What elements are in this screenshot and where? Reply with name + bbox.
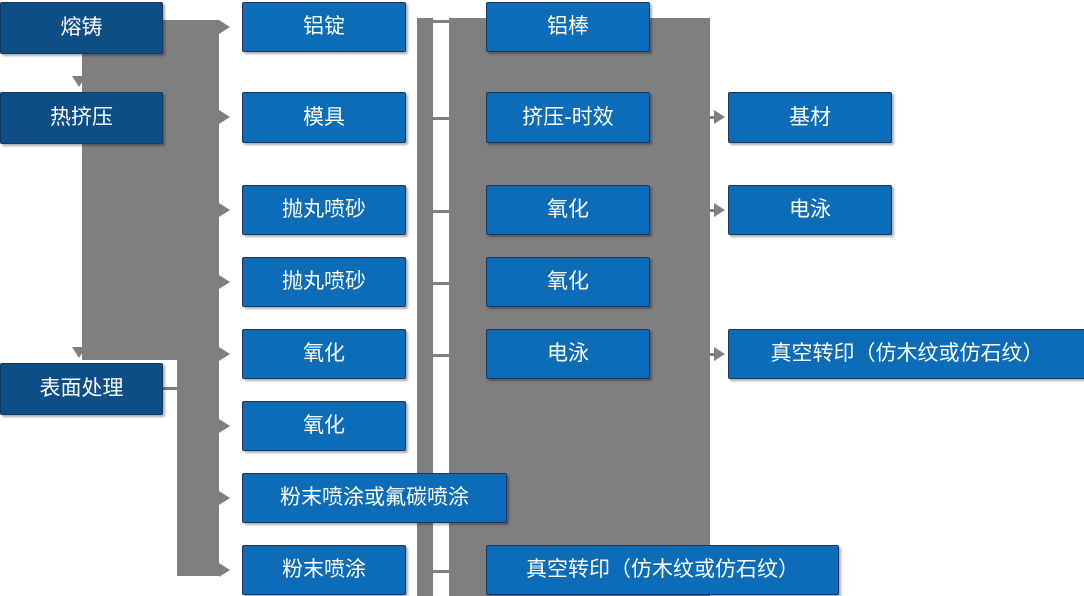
proc-aluminum-ingot-label: 铝锭 bbox=[303, 14, 345, 39]
proc-aluminum-ingot[interactable]: 铝锭 bbox=[242, 2, 406, 52]
proc-mold-label: 模具 bbox=[303, 104, 345, 129]
proc-shot-blasting-2[interactable]: 抛丸喷砂 bbox=[242, 257, 406, 307]
mid-tick-3 bbox=[431, 210, 451, 213]
out-vacuum-transfer-label: 真空转印（仿木纹或仿石纹） bbox=[770, 341, 1044, 366]
proc-powder-coating-label: 粉末喷涂 bbox=[282, 557, 366, 582]
arrow-right-process-1 bbox=[219, 20, 230, 34]
out-substrate[interactable]: 基材 bbox=[728, 92, 892, 143]
mid-aluminum-bar[interactable]: 铝棒 bbox=[486, 2, 650, 52]
mid-vacuum-transfer[interactable]: 真空转印（仿木纹或仿石纹） bbox=[486, 545, 839, 595]
surface-treatment-stub bbox=[163, 387, 181, 390]
arrow-right-process-5 bbox=[219, 347, 230, 361]
proc-oxidation-2-label: 氧化 bbox=[303, 413, 345, 438]
out-electrophoresis-label: 电泳 bbox=[789, 197, 831, 222]
mid-tick-5 bbox=[431, 354, 451, 357]
arrow-to-electrophoresis bbox=[714, 203, 725, 217]
mid-oxidation-2-label: 氧化 bbox=[547, 269, 589, 294]
arrow-to-vacuum-transfer bbox=[714, 347, 725, 361]
proc-powder-coating[interactable]: 粉末喷涂 bbox=[242, 545, 406, 595]
arrow-right-process-4 bbox=[219, 275, 230, 289]
out-electrophoresis[interactable]: 电泳 bbox=[728, 185, 892, 235]
mid-vacuum-transfer-label: 真空转印（仿木纹或仿石纹） bbox=[526, 557, 799, 582]
arrow-right-process-8 bbox=[219, 563, 230, 577]
stage-hot-extrusion[interactable]: 热挤压 bbox=[0, 92, 163, 144]
mid-extrusion-aging-label: 挤压-时效 bbox=[522, 104, 614, 129]
stage-hot-extrusion-label: 热挤压 bbox=[50, 105, 113, 130]
proc-powder-or-pvdf-label: 粉末喷涂或氟碳喷涂 bbox=[280, 485, 469, 510]
proc-mold[interactable]: 模具 bbox=[242, 92, 406, 143]
mid-extrusion-aging[interactable]: 挤压-时效 bbox=[486, 92, 650, 143]
mid-oxidation-1-label: 氧化 bbox=[547, 197, 589, 222]
trunk-lower bbox=[177, 20, 219, 576]
stage-surface-treatment[interactable]: 表面处理 bbox=[0, 363, 163, 415]
arrow-down-to-surface-treatment bbox=[72, 347, 86, 358]
mid-tick-4 bbox=[431, 282, 451, 285]
mid-oxidation-2[interactable]: 氧化 bbox=[486, 257, 650, 307]
stage-surface-treatment-label: 表面处理 bbox=[39, 376, 124, 401]
arrow-right-process-6 bbox=[219, 419, 230, 433]
stage-melt-cast-label: 熔铸 bbox=[60, 15, 103, 40]
mid-tick-6 bbox=[431, 570, 451, 573]
arrow-down-to-hot-extrusion bbox=[72, 76, 86, 87]
arrow-right-process-3 bbox=[219, 203, 230, 217]
proc-shot-blasting-2-label: 抛丸喷砂 bbox=[282, 269, 366, 294]
out-substrate-label: 基材 bbox=[789, 104, 831, 129]
mid-tick-1 bbox=[431, 20, 451, 23]
proc-oxidation-1[interactable]: 氧化 bbox=[242, 329, 406, 379]
proc-shot-blasting-1[interactable]: 抛丸喷砂 bbox=[242, 185, 406, 235]
mid-electrophoresis-label: 电泳 bbox=[547, 341, 589, 366]
arrow-to-substrate bbox=[714, 110, 725, 124]
stage-melt-cast[interactable]: 熔铸 bbox=[0, 2, 163, 54]
proc-shot-blasting-1-label: 抛丸喷砂 bbox=[282, 197, 366, 222]
mid-tick-2 bbox=[431, 117, 451, 120]
mid-electrophoresis[interactable]: 电泳 bbox=[486, 329, 650, 379]
mid-oxidation-1[interactable]: 氧化 bbox=[486, 185, 650, 235]
mid-aluminum-bar-label: 铝棒 bbox=[547, 14, 589, 39]
out-vacuum-transfer[interactable]: 真空转印（仿木纹或仿石纹） bbox=[728, 329, 1084, 379]
arrow-right-process-7 bbox=[219, 491, 230, 505]
proc-oxidation-2[interactable]: 氧化 bbox=[242, 401, 406, 451]
proc-oxidation-1-label: 氧化 bbox=[303, 341, 345, 366]
mid-bar bbox=[417, 18, 433, 596]
proc-powder-or-pvdf[interactable]: 粉末喷涂或氟碳喷涂 bbox=[242, 473, 507, 523]
arrow-right-process-2 bbox=[219, 110, 230, 124]
